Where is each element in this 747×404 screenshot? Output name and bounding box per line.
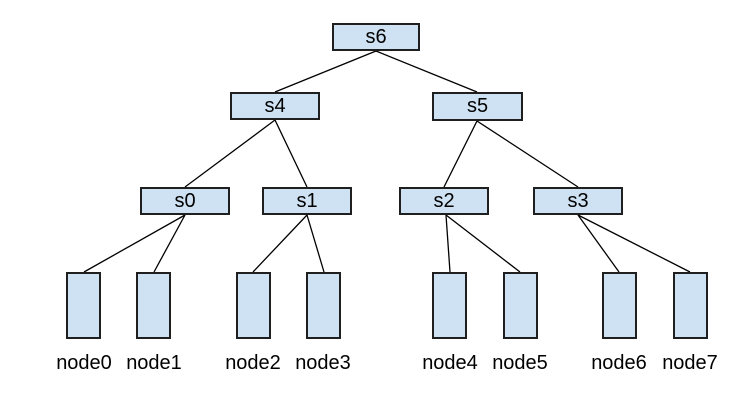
leaf-label-node7: node7 — [662, 352, 718, 374]
tree-leaf-node1 — [136, 272, 171, 339]
tree-node-s5: s5 — [432, 92, 523, 121]
edge-s6-s4 — [274, 50, 377, 93]
tree-leaf-node3 — [306, 272, 341, 339]
edge-s2-node5 — [445, 214, 521, 273]
edge-s0-node1 — [153, 214, 186, 273]
edge-s1-node3 — [306, 214, 325, 273]
leaf-label-node1: node1 — [126, 352, 182, 374]
tree-leaf-node2 — [236, 272, 271, 339]
tree-leaf-node6 — [602, 272, 637, 339]
tree-node-s3: s3 — [533, 187, 623, 215]
edge-s5-s2 — [443, 120, 478, 188]
tree-node-s6: s6 — [332, 23, 420, 51]
tree-node-s4: s4 — [230, 92, 320, 120]
leaf-label-node3: node3 — [295, 352, 351, 374]
leaf-label-node0: node0 — [56, 352, 112, 374]
tree-leaf-node7 — [673, 272, 708, 339]
edge-s3-node7 — [577, 214, 691, 273]
edge-s3-node6 — [577, 214, 620, 273]
tree-node-s1: s1 — [262, 187, 352, 215]
tree-leaf-node0 — [66, 272, 101, 339]
edge-s1-node2 — [252, 214, 308, 273]
edge-s5-s3 — [476, 120, 579, 188]
leaf-label-node5: node5 — [492, 352, 548, 374]
tree-leaf-node4 — [432, 272, 467, 339]
edge-s4-s1 — [274, 119, 308, 188]
tree-node-s2: s2 — [399, 187, 489, 215]
tree-leaf-node5 — [503, 272, 538, 339]
tree-node-s0: s0 — [140, 187, 230, 215]
leaf-label-node6: node6 — [591, 352, 647, 374]
edge-s0-node0 — [83, 214, 186, 273]
edge-s6-s5 — [375, 50, 478, 93]
leaf-label-node2: node2 — [225, 352, 281, 374]
edge-s4-s0 — [184, 119, 276, 188]
leaf-label-node4: node4 — [422, 352, 478, 374]
edge-s2-node4 — [445, 214, 451, 273]
